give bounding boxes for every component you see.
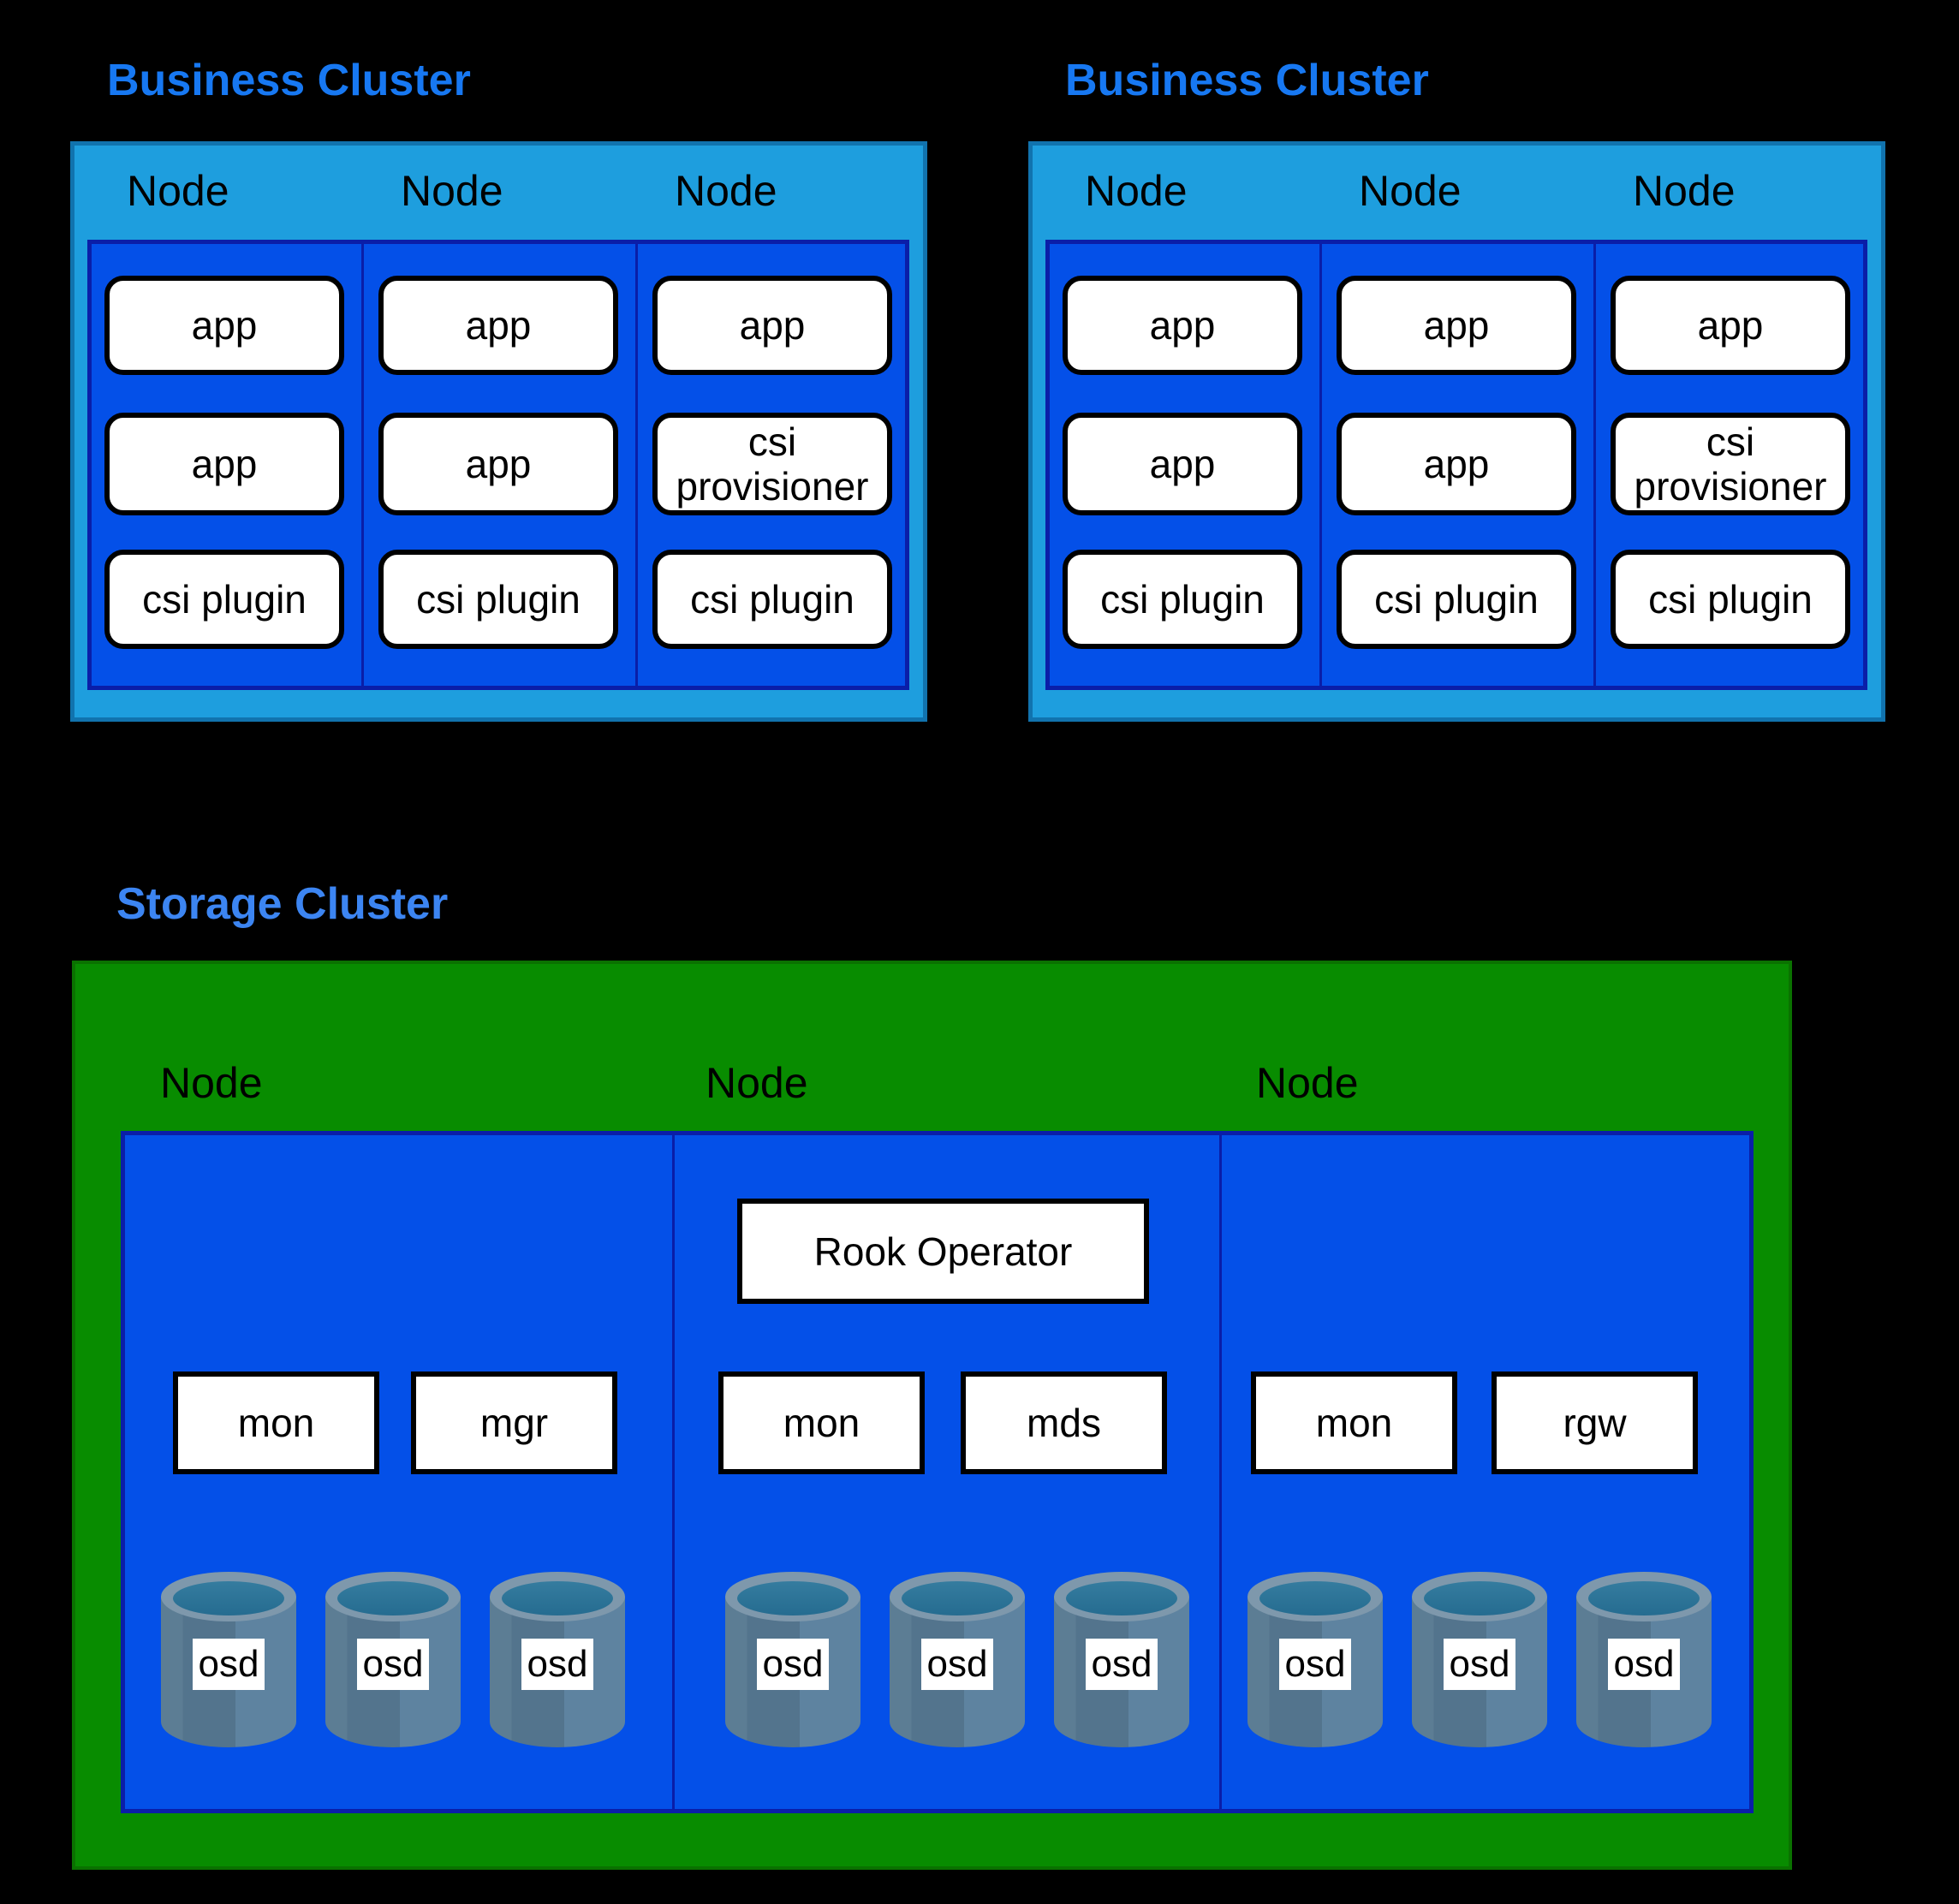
osd-cylinder: osd [725, 1572, 860, 1747]
osd-label: osd [1444, 1639, 1515, 1690]
node-label: Node [1085, 167, 1188, 215]
pod-app: app [378, 276, 618, 375]
osd-cylinder-rim [1412, 1572, 1547, 1621]
pod-app: app [652, 276, 892, 375]
connector-tick [922, 952, 930, 964]
osd-cylinder-rim [490, 1572, 625, 1621]
pod-app: app [1063, 413, 1302, 515]
osd-cylinder-opening [902, 1581, 1013, 1615]
osd-cylinder-rim [725, 1572, 860, 1621]
osd-cylinder-rim [1054, 1572, 1189, 1621]
osd-label: osd [1608, 1639, 1680, 1690]
daemon-box-mgr: mgr [411, 1371, 617, 1474]
node-column-divider [361, 244, 364, 686]
pod-app: app [1063, 276, 1302, 375]
connector-tick [1454, 716, 1462, 728]
node-label: Node [1256, 1059, 1359, 1107]
node-column-divider [1319, 244, 1322, 686]
pod-csi-plugin: csi plugin [104, 550, 344, 649]
osd-label: osd [757, 1639, 829, 1690]
osd-cylinder-rim [161, 1572, 296, 1621]
node-column-divider [672, 1135, 675, 1809]
business-cluster-1-title: Business Cluster [107, 56, 471, 105]
pod-app: app [1337, 413, 1576, 515]
daemon-box-rgw: rgw [1492, 1371, 1698, 1474]
osd-label: osd [521, 1639, 593, 1690]
pod-app: app [378, 413, 618, 515]
osd-cylinder: osd [161, 1572, 296, 1747]
pod-app: app [1611, 276, 1850, 375]
node-label: Node [706, 1059, 808, 1107]
osd-cylinder-opening [737, 1581, 849, 1615]
pod-csi-plugin: csi plugin [378, 550, 618, 649]
node-label: Node [160, 1059, 263, 1107]
osd-cylinder-rim [890, 1572, 1025, 1621]
osd-cylinder-opening [1588, 1581, 1700, 1615]
pod-csi-plugin: csi plugin [1337, 550, 1576, 649]
osd-cylinder: osd [325, 1572, 461, 1747]
storage-cluster-title: Storage Cluster [116, 879, 449, 929]
rook-operator-box: Rook Operator [737, 1199, 1149, 1304]
node-label: Node [675, 167, 777, 215]
daemon-box-mon: mon [1251, 1371, 1457, 1474]
osd-cylinder-opening [502, 1581, 613, 1615]
pod-app: app [104, 413, 344, 515]
node-column-divider [1593, 244, 1596, 686]
daemon-box-mds: mds [961, 1371, 1167, 1474]
osd-cylinder: osd [490, 1572, 625, 1747]
node-label: Node [127, 167, 229, 215]
osd-label: osd [193, 1639, 265, 1690]
pod-csi-provisioner: csi provisioner [1611, 413, 1850, 515]
node-label: Node [401, 167, 503, 215]
osd-cylinder-rim [1247, 1572, 1383, 1621]
osd-label: osd [1279, 1639, 1351, 1690]
osd-label: osd [921, 1639, 993, 1690]
osd-label: osd [1086, 1639, 1158, 1690]
node-column-divider [635, 244, 638, 686]
business-cluster-2-title: Business Cluster [1065, 56, 1429, 105]
node-label: Node [1359, 167, 1462, 215]
daemon-box-mon: mon [718, 1371, 925, 1474]
osd-cylinder: osd [1576, 1572, 1712, 1747]
node-column-divider [1219, 1135, 1222, 1809]
osd-cylinder-opening [1424, 1581, 1535, 1615]
osd-cylinder: osd [1247, 1572, 1383, 1747]
osd-cylinder-opening [337, 1581, 449, 1615]
osd-cylinder-opening [1066, 1581, 1177, 1615]
daemon-box-mon: mon [173, 1371, 379, 1474]
pod-csi-provisioner: csi provisioner [652, 413, 892, 515]
pod-csi-plugin: csi plugin [1063, 550, 1302, 649]
pod-csi-plugin: csi plugin [1611, 550, 1850, 649]
osd-cylinder-opening [173, 1581, 284, 1615]
pod-app: app [1337, 276, 1576, 375]
osd-cylinder-opening [1259, 1581, 1371, 1615]
osd-label: osd [357, 1639, 429, 1690]
osd-cylinder: osd [1054, 1572, 1189, 1747]
pod-app: app [104, 276, 344, 375]
pod-csi-plugin: csi plugin [652, 550, 892, 649]
node-label: Node [1633, 167, 1736, 215]
osd-cylinder-rim [325, 1572, 461, 1621]
osd-cylinder: osd [890, 1572, 1025, 1747]
osd-cylinder-rim [1576, 1572, 1712, 1621]
osd-cylinder: osd [1412, 1572, 1547, 1747]
